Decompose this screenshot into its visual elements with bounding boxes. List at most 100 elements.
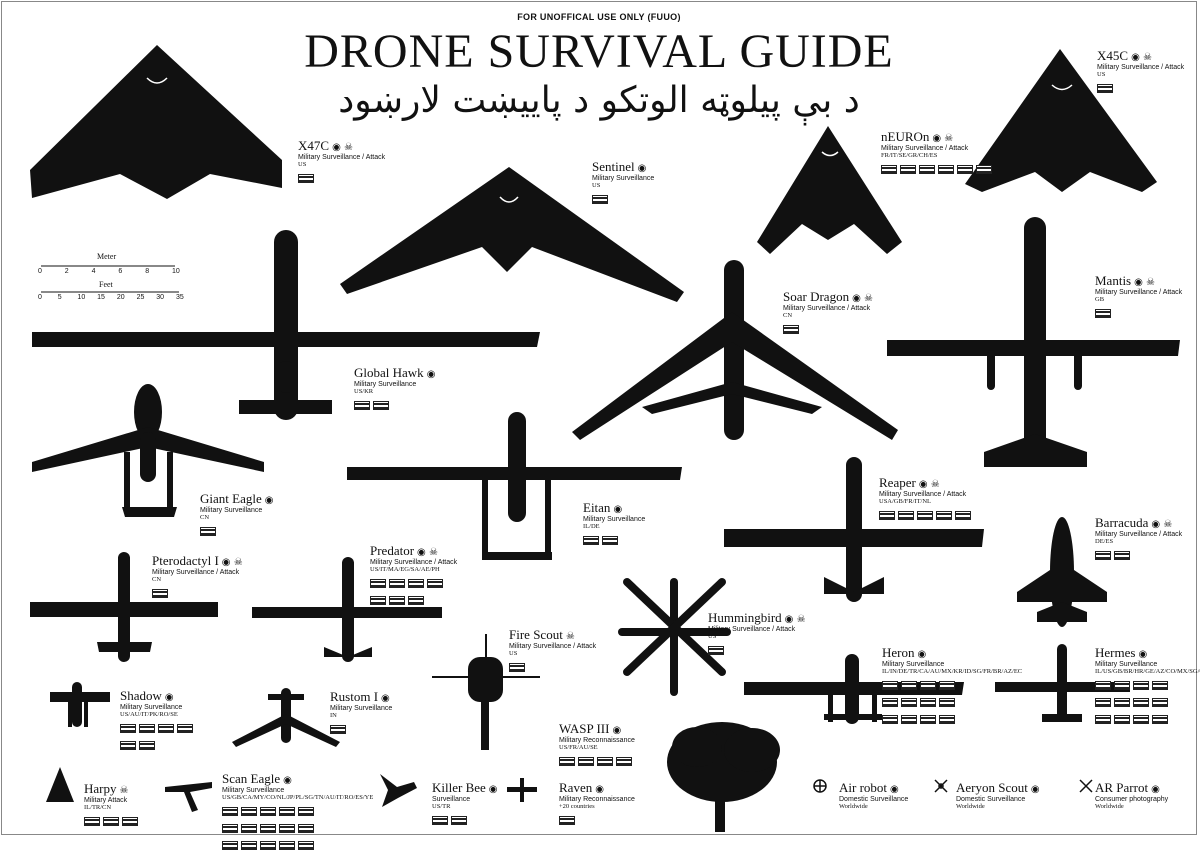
eye-skull-icon: ◉ ☠ [784,614,806,625]
drone-role: Military Surveillance / Attack [370,559,458,566]
drone-countries: IL/US/GB/BR/HR/GE/AZ/CO/MX/SG/CY/BW/MK [1095,668,1200,675]
flag-icon [122,817,138,826]
drone-label-giant-eagle: Giant Eagle◉ Military Surveillance CN [200,490,273,540]
flag-icon [957,165,973,174]
drone-countries: US [1097,71,1106,78]
drone-countries: CN [200,514,210,521]
flag-row [879,507,974,524]
flag-icon [120,740,136,750]
flag-icon [939,697,955,707]
drone-countries: US/IT/MA/EG/SA/AE/PH [370,566,440,573]
drone-name: Global Hawk [354,365,424,380]
eye-icon: ◉ [164,692,174,703]
flag-icon [900,165,916,174]
drone-countries: CN [152,576,162,583]
drone-name: Giant Eagle [200,491,262,506]
flag-row [1095,547,1182,564]
drone-name: Shadow [120,688,162,703]
flag-icon [139,740,155,750]
flag-icon [158,724,174,733]
usage-note: FOR UNOFFICAL USE ONLY (FUUO) [517,12,681,22]
drone-name: X45C [1097,48,1129,63]
flag-icon [330,725,346,734]
scale-tick-label: 6 [118,268,123,275]
flag-icon [1114,697,1130,707]
flag-row [354,397,435,414]
drone-name: X47C [298,138,330,153]
flag-icon [509,663,525,672]
drone-name: nEUROn [881,129,930,144]
scale-tick-label: 0 [38,294,42,301]
flag-icon [917,511,933,520]
eye-icon: ◉ [917,649,927,660]
flag-row [222,803,322,853]
flag-icon [370,579,386,588]
flag-icon [1095,309,1111,318]
flag-icon [1114,681,1130,690]
drone-name: Hermes [1095,645,1136,660]
flag-icon [882,681,898,690]
flag-icon [389,579,405,588]
flag-icon [298,840,314,850]
drone-label-harpy: Harpy☠ Military Attack IL/TR/CN [84,780,141,830]
drone-role: Military Surveillance [222,787,285,794]
drone-countries: US/AU/IT/PK/RO/SE [120,711,178,718]
drone-countries: DE/ES [1095,538,1114,545]
flag-icon [432,816,448,825]
flag-icon [939,714,955,724]
flag-icon [920,681,936,690]
flag-row [882,677,962,727]
barracuda-silhouette [1017,517,1107,627]
flag-row [708,642,806,659]
flag-icon [1114,714,1130,724]
flag-icon [152,589,168,598]
drone-countries: IN [330,712,337,719]
flag-icon [920,697,936,707]
flag-row [298,170,385,187]
drone-role: Domestic Surveillance [839,796,909,803]
flag-icon [139,724,155,733]
drone-role: Military Reconnaissance [559,796,635,803]
eye-skull-icon: ◉ ☠ [1131,52,1152,63]
flag-icon [260,840,276,850]
drone-name: Barracuda [1095,515,1149,530]
flag-icon [882,714,898,724]
scale-tick-label: 4 [91,268,96,275]
drone-name: AR Parrot [1095,780,1149,795]
fire-scout-silhouette [432,634,540,750]
flag-icon [783,325,799,334]
drone-name: Air robot [839,780,888,795]
flag-icon [938,165,954,174]
drone-label-wasp: WASP III◉ Military Reconnaissance US/FR/… [559,720,635,770]
flag-icon [103,817,119,826]
page-title: DRONE SURVIVAL GUIDE [304,25,894,78]
flag-icon [1095,697,1111,707]
flag-icon [881,165,897,174]
flag-icon [1152,697,1168,707]
feet-label: Feet [99,280,113,289]
eye-skull-icon: ◉ ☠ [932,133,954,144]
flag-icon [559,816,575,825]
drone-label-rustom: Rustom I◉ Military Surveillance IN [330,688,392,738]
drone-role: Military Surveillance / Attack [879,491,967,498]
flag-icon [241,807,257,816]
pterodactyl-silhouette [30,552,218,662]
meter-label: Meter [97,252,117,261]
drone-label-killer-bee: Killer Bee◉ Surveillance US/TR [432,779,498,829]
flag-icon [241,823,257,833]
drone-name: Hummingbird [708,610,782,625]
drone-label-barracuda: Barracuda◉ ☠ Military Surveillance / Att… [1095,514,1182,564]
flag-icon [616,757,632,766]
flag-icon [602,536,618,545]
eye-icon: ◉ [264,495,274,506]
drone-role: Consumer photography [1095,796,1169,803]
flag-row [84,813,141,830]
flag-icon [936,511,952,520]
drone-name: Harpy [84,781,117,796]
drone-label-shadow: Shadow◉ Military Surveillance US/AU/IT/P… [120,687,200,754]
drone-countries: US/TR [432,803,451,810]
drone-countries: IL/DE [583,523,600,530]
drone-countries: US [298,161,307,168]
drone-countries: Worldwide [956,803,985,810]
